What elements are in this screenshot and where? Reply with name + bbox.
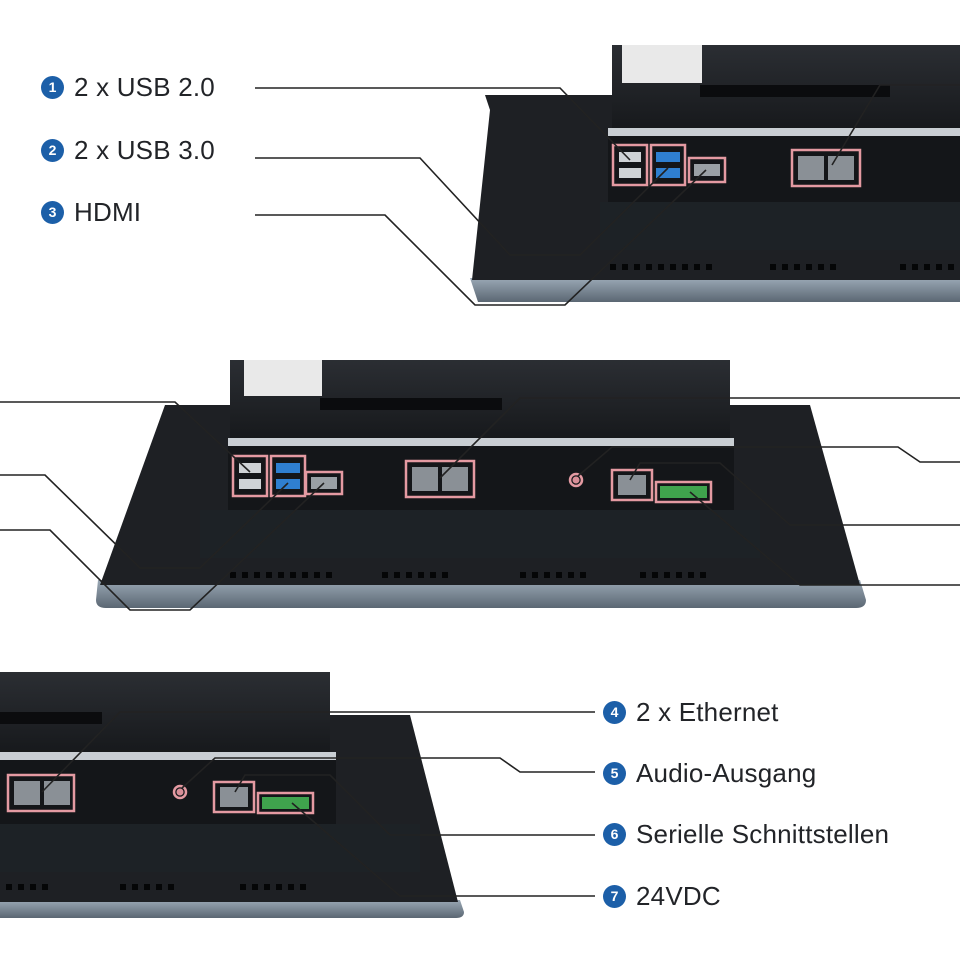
callout-lines xyxy=(41,711,595,897)
ethernet-port xyxy=(412,467,438,491)
label-usb2: 1 2 x USB 2.0 xyxy=(41,72,215,102)
ethernet-port xyxy=(798,156,824,180)
label-audio: 5 Audio-Ausgang xyxy=(603,758,816,788)
label-text: Serielle Schnittstellen xyxy=(636,818,890,849)
serial-port xyxy=(220,787,248,807)
badge-7-icon: 7 xyxy=(603,884,626,908)
usb2-port xyxy=(239,479,261,489)
ethernet-port xyxy=(828,156,854,180)
label-text: 2 x Ethernet xyxy=(636,696,779,727)
label-hdmi: 3 HDMI xyxy=(41,197,141,227)
badge-2-icon: 2 xyxy=(41,138,64,162)
vent-row xyxy=(230,572,706,578)
vent-row xyxy=(6,884,306,890)
bezel xyxy=(470,278,960,302)
label-serial: 6 Serielle Schnittstellen xyxy=(603,819,889,849)
vent-row xyxy=(610,264,954,270)
label-text: Audio-Ausgang xyxy=(636,757,817,788)
label-text: 2 x USB 2.0 xyxy=(74,71,215,102)
badge-1-icon: 1 xyxy=(41,75,64,99)
bezel xyxy=(0,900,464,918)
callout-lines xyxy=(255,84,960,306)
label-text: 2 x USB 3.0 xyxy=(74,134,215,165)
ethernet-port xyxy=(442,467,468,491)
device-view-middle xyxy=(0,360,960,611)
usb2-port xyxy=(239,463,261,473)
device-view-bottom xyxy=(0,672,595,918)
port-highlights xyxy=(611,143,862,188)
badge-4-icon: 4 xyxy=(603,700,626,724)
bezel xyxy=(96,580,866,608)
usb2-port xyxy=(619,168,641,178)
port-highlights xyxy=(6,773,315,815)
audio-jack xyxy=(176,788,184,796)
product-sticker xyxy=(622,45,702,83)
usb3-port xyxy=(656,152,680,162)
power-terminal xyxy=(262,797,309,809)
ethernet-port xyxy=(44,781,70,805)
power-terminal xyxy=(660,486,707,498)
label-text: HDMI xyxy=(74,196,142,227)
callout-lines xyxy=(0,397,960,611)
device-view-top xyxy=(255,45,960,306)
label-text: 24VDC xyxy=(636,880,721,911)
audio-jack xyxy=(572,476,580,484)
label-ethernet: 4 2 x Ethernet xyxy=(603,697,779,727)
badge-5-icon: 5 xyxy=(603,761,626,785)
badge-3-icon: 3 xyxy=(41,200,64,224)
usb3-port xyxy=(656,168,680,178)
ethernet-port xyxy=(14,781,40,805)
label-24vdc: 7 24VDC xyxy=(603,881,721,911)
hdmi-port xyxy=(694,164,720,176)
usb3-port xyxy=(276,463,300,473)
product-sticker xyxy=(244,360,322,396)
serial-port xyxy=(618,475,646,495)
usb2-port xyxy=(619,152,641,162)
label-usb3: 2 2 x USB 3.0 xyxy=(41,135,215,165)
badge-6-icon: 6 xyxy=(603,822,626,846)
port-highlights xyxy=(231,454,713,504)
